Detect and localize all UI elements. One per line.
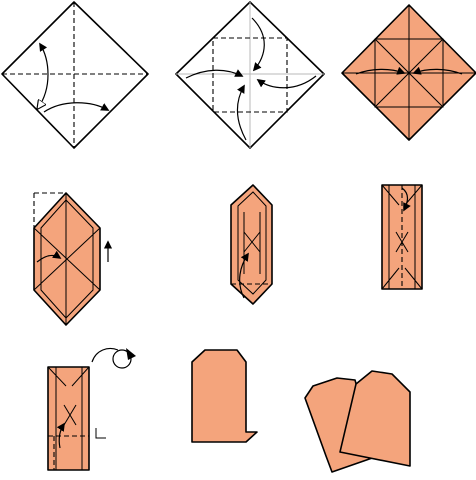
- step-7-turn-over: [47, 347, 136, 471]
- fold-in-arrow-icon: [36, 250, 62, 263]
- fold-bottom-corner-arrow-icon: [236, 84, 247, 141]
- step-2-fold-corners-to-center: [175, 1, 325, 149]
- step-6-rectangle-pocket: [381, 184, 423, 290]
- step-4-hexagon: [33, 192, 113, 326]
- fold-up-flap-arrow-icon: [56, 422, 65, 449]
- fold-left-edge-arrow-icon: [355, 66, 406, 75]
- step-1-diamond-square: [1, 1, 149, 149]
- step-5-narrow-hexagon: [230, 184, 273, 305]
- fold-up-bottom-arrow-icon: [239, 252, 249, 299]
- step-8-finished-slipper: [191, 349, 258, 443]
- fold-right-edge-arrow-icon: [412, 66, 463, 75]
- fold-up-arrow-icon: [38, 44, 49, 108]
- step-9-slipper-pair: [304, 370, 411, 473]
- insert-arrow-icon: [401, 187, 411, 212]
- step-3-colored-diamond: [341, 4, 476, 141]
- turn-over-arrow-icon: [91, 347, 136, 369]
- right-angle-mark-icon: [95, 428, 106, 439]
- fold-left-corner-arrow-icon: [185, 69, 244, 79]
- fold-top-corner-arrow-icon: [251, 17, 265, 72]
- fold-right-arrow-icon: [43, 102, 110, 113]
- fold-right-corner-arrow-icon: [256, 75, 317, 89]
